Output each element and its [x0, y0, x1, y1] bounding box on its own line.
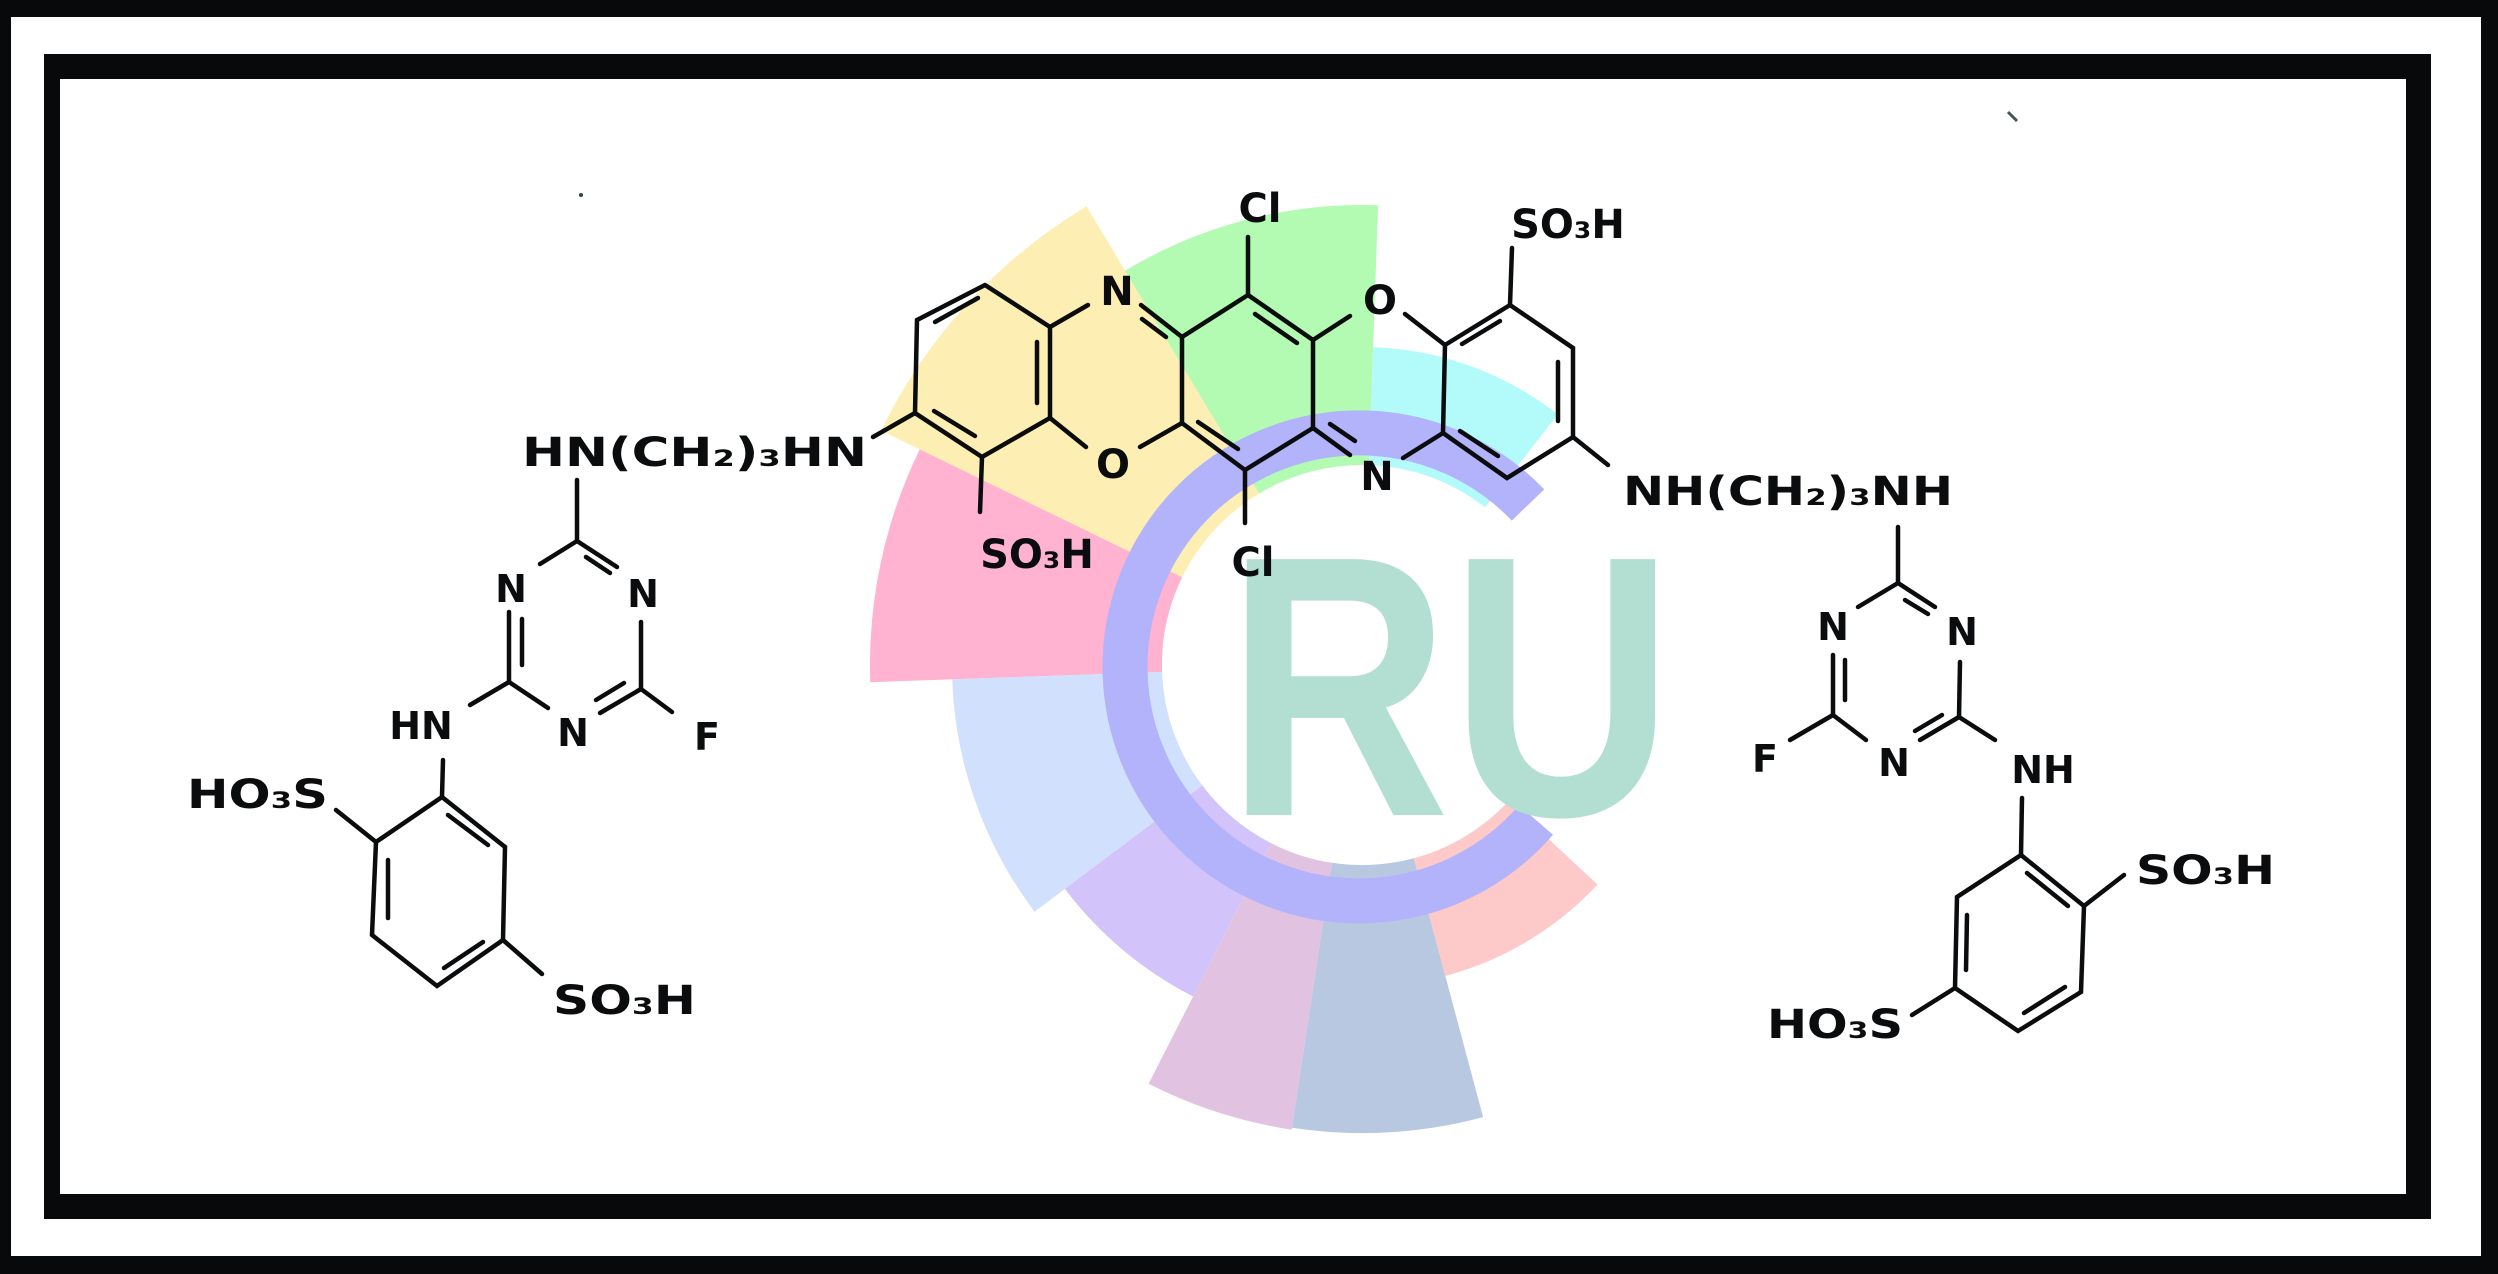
- core-ring1-so3h-label: SO₃H: [980, 532, 1094, 578]
- right-sulfo-upper-label: SO₃H: [2136, 848, 2275, 894]
- logo-wedge-salmon: [1413, 801, 1598, 976]
- logo-fan: [869, 205, 1598, 1133]
- logo-c-ring: [1102, 410, 1553, 924]
- left-amine-label: HN: [389, 704, 453, 748]
- logo-wedge-mauve: [1148, 843, 1333, 1130]
- right-triazine-n1-label: N: [1817, 605, 1849, 649]
- logo-wedge-blue-gray: [1292, 858, 1484, 1133]
- right-sulfo-lower-label: HO₃S: [1767, 1002, 1903, 1048]
- core-ring1-n-label: N: [1100, 269, 1133, 315]
- core-ring3-n-label: N: [1360, 454, 1393, 500]
- left-sulfo-upper-label: HO₃S: [187, 772, 328, 818]
- right-linker-label: NH(CH₂)₃NH: [1623, 469, 1953, 515]
- logo-text-ru: RU: [1226, 478, 1674, 894]
- right-triazine-n3-label: N: [1878, 741, 1910, 785]
- core-cl-top-label: Cl: [1238, 186, 1281, 232]
- right-fluoro-label: F: [1752, 737, 1778, 781]
- speck-mark: [579, 193, 583, 197]
- left-linker-label: HN(CH₂)₃HN: [522, 430, 867, 476]
- core-cl-bottom-label: Cl: [1231, 540, 1274, 586]
- core-ring3-so3h-label: SO₃H: [1511, 202, 1625, 248]
- logo-wedge-pink: [869, 449, 1183, 683]
- left-triazine-n1-label: N: [495, 567, 527, 611]
- left-triazine-n2-label: N: [627, 572, 659, 616]
- core-ring1-o-label: O: [1096, 442, 1130, 488]
- left-triazine-n3-label: N: [557, 711, 589, 755]
- core-ring3-o-label: O: [1363, 278, 1397, 324]
- right-triazine-n2-label: N: [1946, 610, 1978, 654]
- right-amine-label: NH: [2011, 748, 2075, 792]
- left-sulfo-lower-label: SO₃H: [553, 978, 696, 1024]
- speck-mark: [2006, 110, 2019, 123]
- bond-lines: [333, 234, 2127, 1034]
- left-fluoro-label: F: [694, 715, 720, 759]
